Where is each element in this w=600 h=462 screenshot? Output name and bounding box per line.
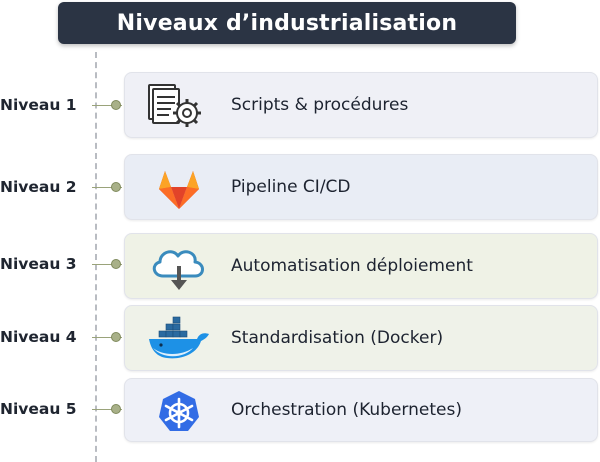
docker-whale-icon <box>145 314 213 364</box>
kubernetes-wheel-icon <box>145 387 213 437</box>
connector-2 <box>92 187 122 188</box>
timeline-dot-4 <box>111 332 121 342</box>
gitlab-fox-icon <box>145 163 213 213</box>
level-text-4: Standardisation (Docker) <box>231 328 444 348</box>
timeline-dot-5 <box>111 404 121 414</box>
level-text-2: Pipeline CI/CD <box>231 177 351 197</box>
timeline-dot-2 <box>111 182 121 192</box>
level-label-2: Niveau 2 <box>0 178 77 196</box>
document-gear-icon <box>145 81 213 131</box>
level-text-3: Automatisation déploiement <box>231 256 473 276</box>
level-card-2: Pipeline CI/CD <box>124 154 598 220</box>
page-title: Niveaux d’industrialisation <box>58 2 516 44</box>
timeline-dashed-line <box>95 52 97 462</box>
level-card-5: Orchestration (Kubernetes) <box>124 378 598 442</box>
connector-4 <box>92 337 122 338</box>
timeline-dot-3 <box>111 259 121 269</box>
level-card-3: Automatisation déploiement <box>124 233 598 299</box>
page-title-text: Niveaux d’industrialisation <box>116 10 458 36</box>
level-label-1: Niveau 1 <box>0 96 77 114</box>
level-card-4: Standardisation (Docker) <box>124 305 598 371</box>
level-text-5: Orchestration (Kubernetes) <box>231 400 462 420</box>
connector-3 <box>92 264 122 265</box>
level-text-1: Scripts & procédures <box>231 95 409 115</box>
cloud-download-icon <box>145 242 213 292</box>
level-label-5: Niveau 5 <box>0 400 77 418</box>
level-label-3: Niveau 3 <box>0 255 77 273</box>
connector-1 <box>92 105 122 106</box>
timeline-dot-1 <box>111 100 121 110</box>
level-card-1: Scripts & procédures <box>124 72 598 138</box>
level-label-4: Niveau 4 <box>0 328 77 346</box>
connector-5 <box>92 409 122 410</box>
